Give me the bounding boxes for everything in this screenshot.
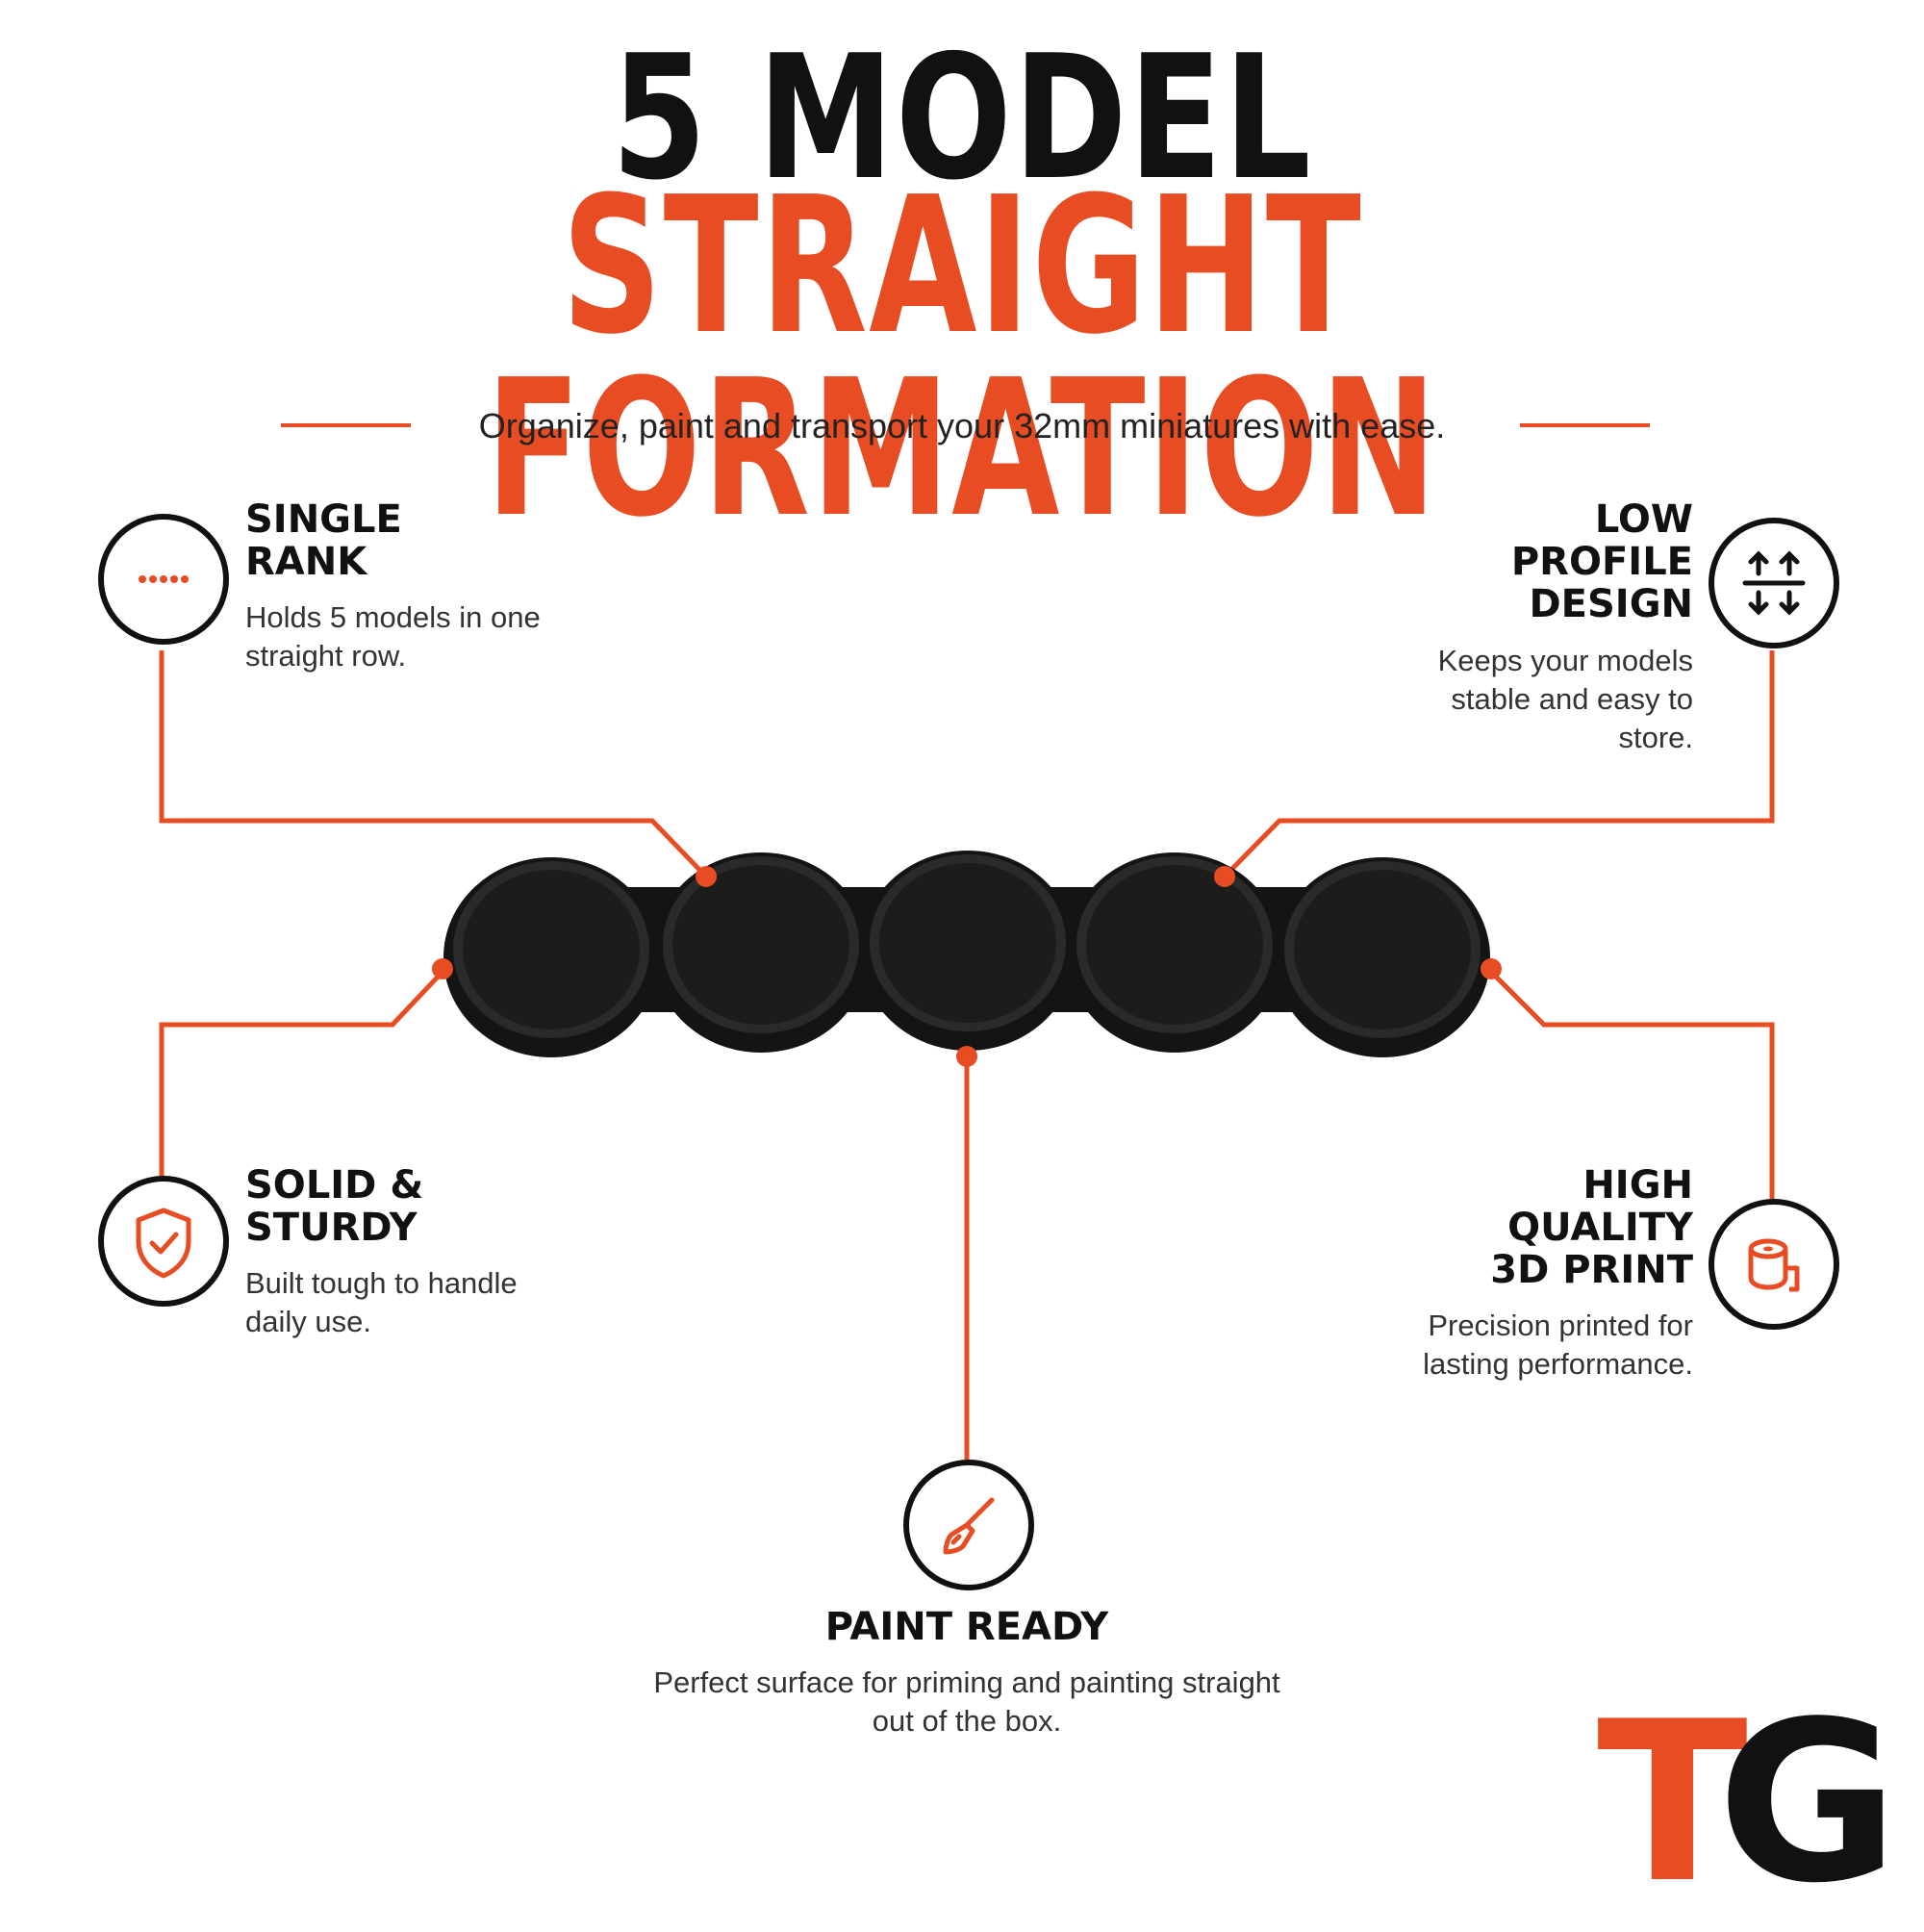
connector-high-quality: [1489, 970, 1775, 1199]
paint-ready-description-line: Perfect surface for priming and painting…: [653, 1665, 1280, 1699]
high-quality-heading-line: QUALITY: [1507, 1206, 1693, 1250]
low-profile-heading-line: PROFILE: [1510, 540, 1693, 584]
dot-paint-ready: [956, 1046, 977, 1067]
filament-spool-icon: [1748, 1238, 1800, 1292]
tray-slot: [1067, 852, 1282, 1053]
low-profile-description: Keeps your models stable and easy to sto…: [1347, 642, 1693, 757]
dot-low-profile: [1214, 866, 1235, 887]
title-line-2: STRAIGHT FORMATION: [485, 157, 1439, 559]
dot-high-quality: [1481, 958, 1502, 979]
solid-sturdy-description: Built tough to handle daily use.: [245, 1264, 518, 1341]
solid-sturdy-description-line: daily use.: [245, 1305, 371, 1338]
solid-sturdy-badge: [98, 1176, 229, 1307]
low-profile-description-line: store.: [1618, 721, 1693, 754]
logo-letter-g: G: [1717, 1675, 1899, 1932]
low-profile-heading-line: LOW: [1594, 497, 1693, 542]
low-profile-heading-line: DESIGN: [1529, 582, 1693, 626]
formation-tray: [443, 851, 1490, 1057]
single-rank-description: Holds 5 models in one straight row.: [245, 598, 541, 675]
logo-letter-t: T: [1597, 1675, 1748, 1932]
subtitle-rule-left: [281, 423, 411, 427]
connector-solid-sturdy: [159, 970, 444, 1176]
high-quality-description-line: Precision printed for: [1428, 1309, 1693, 1342]
low-profile-heading: LOW PROFILE DESIGN: [1347, 498, 1693, 625]
single-rank-description-line: Holds 5 models in one: [245, 600, 541, 634]
high-quality-description-line: lasting performance.: [1423, 1347, 1693, 1381]
subtitle: Organize, paint and transport your 32mm …: [478, 406, 1446, 445]
paint-ready-description-line: out of the box.: [872, 1704, 1062, 1738]
low-profile-description-line: stable and easy to: [1451, 682, 1693, 716]
connector-dots: [432, 866, 1502, 1067]
single-rank-heading: SINGLE RANK: [245, 498, 402, 583]
tray-slot: [653, 852, 869, 1053]
paint-ready-badge: [903, 1460, 1034, 1590]
high-quality-heading: HIGH QUALITY 3D PRINT: [1347, 1164, 1693, 1291]
single-rank-badge: [98, 514, 229, 645]
connector-low-profile: [1223, 650, 1775, 878]
brand-logo: T G: [1597, 1675, 1899, 1932]
connector-single-rank: [159, 650, 708, 878]
solid-sturdy-heading-line: STURDY: [245, 1206, 418, 1250]
tray-slot: [860, 851, 1076, 1051]
title-line-1: 5 MODEL: [611, 18, 1313, 217]
high-quality-heading-line: 3D PRINT: [1490, 1248, 1693, 1292]
paint-ready-heading: PAINT READY: [577, 1606, 1356, 1648]
solid-sturdy-heading-line: SOLID &: [245, 1163, 424, 1208]
tray-slot: [443, 857, 659, 1057]
dot-single-rank: [696, 866, 717, 887]
low-profile-badge: [1709, 518, 1839, 648]
tray-slot: [1275, 857, 1490, 1057]
low-profile-description-line: Keeps your models: [1437, 644, 1693, 677]
subtitle-rule-right: [1520, 423, 1650, 427]
paintbrush-icon: [943, 1497, 995, 1555]
single-rank-heading-line: RANK: [245, 540, 367, 584]
paint-ready-heading-line: PAINT READY: [824, 1605, 1109, 1649]
dot-solid-sturdy: [432, 958, 453, 979]
paint-ready-description: Perfect surface for priming and painting…: [577, 1664, 1356, 1741]
high-quality-description: Precision printed for lasting performanc…: [1347, 1307, 1693, 1384]
shield-check-icon: [136, 1208, 191, 1279]
single-rank-description-line: straight row.: [245, 639, 407, 673]
solid-sturdy-heading: SOLID & STURDY: [245, 1164, 423, 1249]
high-quality-badge: [1709, 1199, 1839, 1330]
connector-lines: [159, 650, 1775, 1460]
high-quality-heading-line: HIGH: [1582, 1163, 1693, 1208]
single-rank-heading-line: SINGLE: [245, 497, 402, 542]
solid-sturdy-description-line: Built tough to handle: [245, 1266, 518, 1300]
dots-row-icon: [139, 575, 189, 583]
vertical-compress-icon: [1742, 550, 1806, 616]
